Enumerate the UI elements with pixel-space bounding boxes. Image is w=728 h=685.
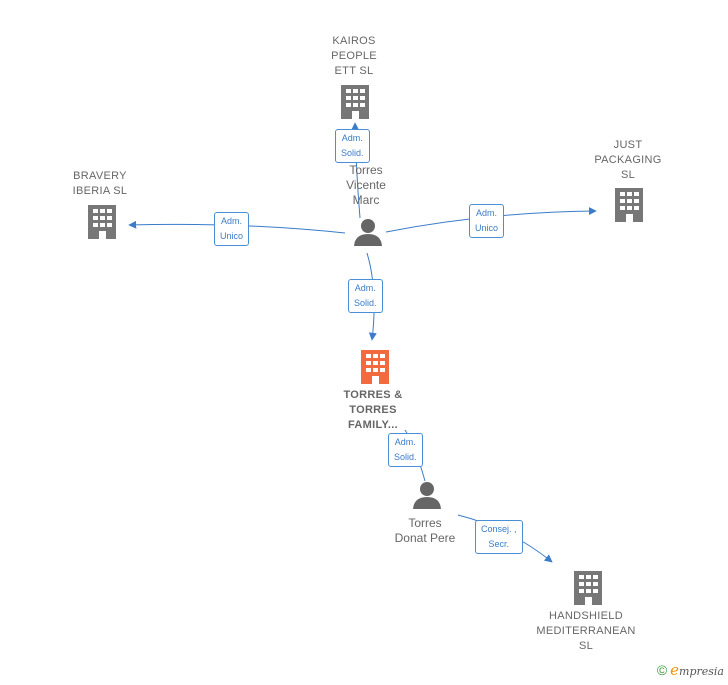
label-line: Consej. ,	[481, 524, 517, 534]
label-line: IBERIA SL	[72, 185, 128, 197]
copyright-symbol: ©	[656, 662, 668, 678]
label-line: Torres	[349, 163, 383, 177]
label-line: Solid.	[394, 452, 417, 462]
empresia-brand: ©empresia	[657, 661, 724, 679]
label-line: JUST	[613, 139, 643, 151]
label-line: FAMILY...	[348, 419, 398, 431]
label-line: MEDITERRANEAN	[536, 625, 636, 637]
label-line: PACKAGING	[594, 154, 662, 166]
edge-label-handshield[interactable]: Consej. , Secr.	[475, 520, 523, 554]
building-icon[interactable]	[88, 205, 116, 239]
node-label-kairos[interactable]: KAIROS PEOPLE ETT SL	[318, 34, 390, 79]
main-building-icon[interactable]	[361, 350, 389, 384]
label-line: Secr.	[488, 539, 510, 549]
label-line: Marc	[352, 193, 380, 207]
label-line: TORRES &	[343, 389, 403, 401]
node-label-just-packaging[interactable]: JUST PACKAGING SL	[588, 138, 668, 183]
building-icon[interactable]	[574, 571, 602, 605]
edge-label-bravery[interactable]: Adm. Unico	[214, 212, 250, 246]
edge-label-kairos[interactable]: Adm. Solid.	[335, 129, 370, 163]
brand-rest: mpresia	[679, 665, 724, 678]
label-line: Unico	[220, 231, 244, 241]
label-line: SL	[578, 640, 594, 652]
node-label-handshield[interactable]: HANDSHIELD MEDITERRANEAN SL	[531, 609, 641, 654]
label-line: BRAVERY	[73, 170, 127, 182]
brand-initial: e	[670, 661, 680, 679]
label-line: Adm.	[476, 208, 498, 218]
edge-label-just[interactable]: Adm. Unico	[469, 204, 505, 238]
label-line: Adm.	[341, 133, 363, 143]
label-line: PEOPLE	[331, 50, 377, 62]
label-line: Donat Pere	[394, 531, 456, 545]
label-line: Solid.	[354, 298, 377, 308]
label-line: Solid.	[341, 148, 364, 158]
label-line: Unico	[475, 223, 499, 233]
label-line: Vicente	[346, 178, 386, 192]
label-line: Adm.	[394, 437, 416, 447]
node-label-torres-family[interactable]: TORRES & TORRES FAMILY...	[328, 388, 418, 433]
brand-name: empresia	[670, 661, 724, 679]
label-line: KAIROS	[332, 35, 376, 47]
label-line: HANDSHIELD	[549, 610, 623, 622]
label-line: ETT SL	[334, 65, 374, 77]
person-label-pere[interactable]: Torres Donat Pere	[382, 516, 468, 546]
building-icon[interactable]	[615, 188, 643, 222]
label-line: SL	[620, 169, 636, 181]
label-line: Adm.	[354, 283, 376, 293]
edge-label-pere-family[interactable]: Adm. Solid.	[388, 433, 423, 467]
label-line: Torres	[408, 516, 442, 530]
label-line: TORRES	[349, 404, 397, 416]
person-icon[interactable]	[413, 482, 441, 509]
building-icon[interactable]	[341, 85, 369, 119]
label-line: Adm.	[221, 216, 243, 226]
edge-label-family[interactable]: Adm. Solid.	[348, 279, 383, 313]
person-label-marc[interactable]: Torres Vicente Marc	[330, 163, 402, 208]
node-label-bravery[interactable]: BRAVERY IBERIA SL	[60, 169, 140, 199]
person-icon[interactable]	[354, 219, 382, 246]
